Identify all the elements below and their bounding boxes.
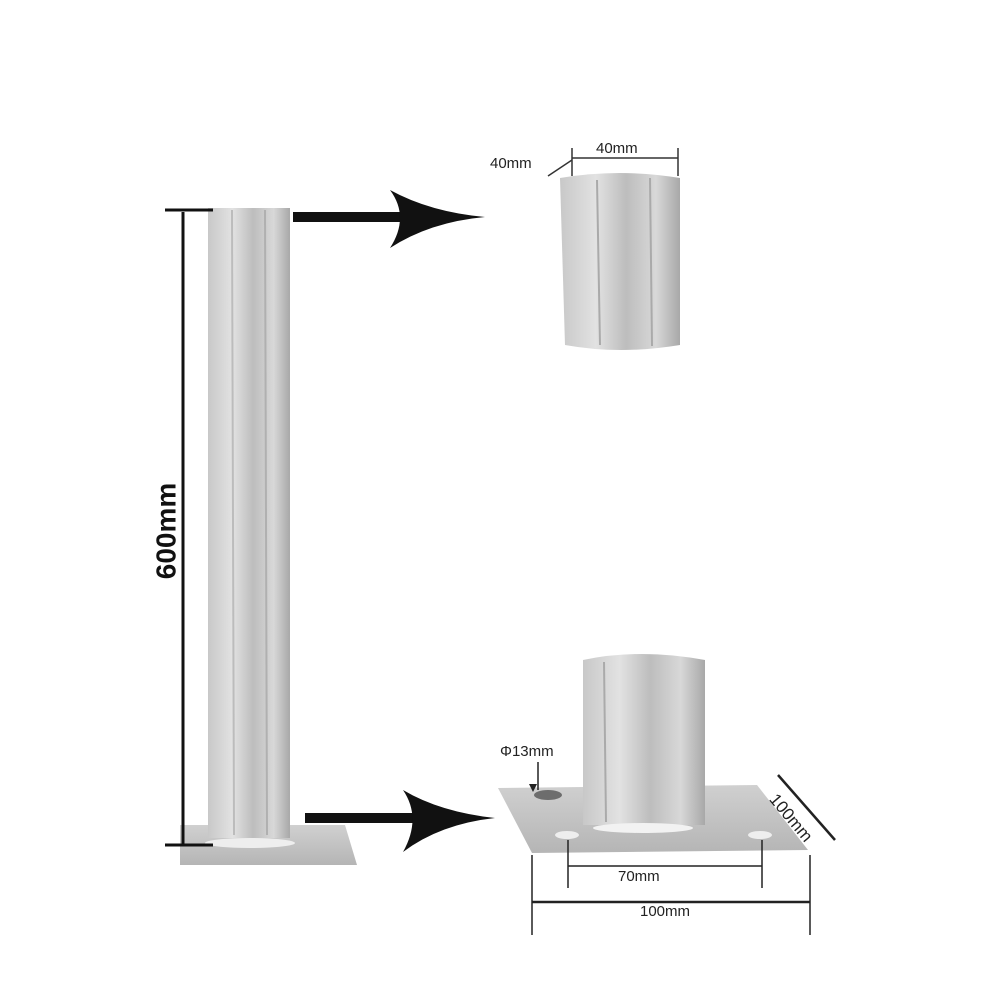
full-post <box>180 208 357 865</box>
height-dimension-line <box>165 208 213 847</box>
arrow-top-icon <box>293 190 485 248</box>
top-detail <box>547 148 680 350</box>
height-label: 600mm <box>150 482 182 580</box>
arrow-bottom-icon <box>305 790 495 852</box>
hole-diameter-label: Φ13mm <box>500 743 554 760</box>
top-depth-label: 40mm <box>490 155 532 172</box>
post-tube <box>208 208 290 838</box>
base-detail <box>498 654 836 935</box>
bolt-hole <box>534 790 562 800</box>
hole-spacing-label: 70mm <box>618 868 660 885</box>
plate-width-label: 100mm <box>640 903 691 920</box>
top-width-label: 40mm <box>596 140 638 157</box>
